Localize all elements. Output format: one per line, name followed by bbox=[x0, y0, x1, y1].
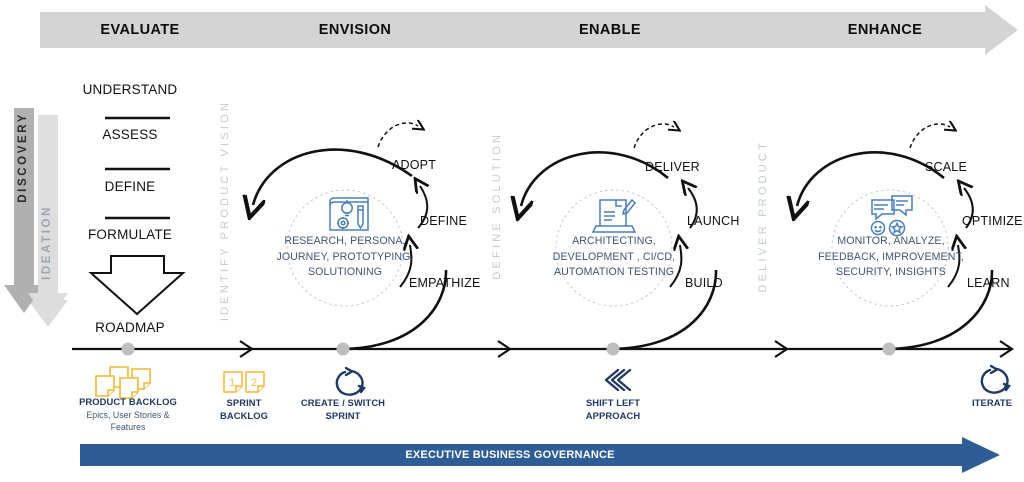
cycle-step-learn: LEARN bbox=[967, 276, 1010, 290]
funnel-graphic bbox=[88, 116, 186, 316]
timeline-subtitle-product-backlog: Epics, User Stories & Features bbox=[43, 409, 213, 433]
circle-line: SOLUTIONING bbox=[307, 266, 383, 278]
phase-label-evaluate: EVALUATE bbox=[100, 22, 180, 38]
phase-label-enable: ENABLE bbox=[578, 22, 641, 38]
circular-arrow-icon bbox=[980, 364, 1011, 394]
cycle-center-text-enhance: MONITOR, ANALYZE, FEEDBACK, IMPROVEMENT,… bbox=[815, 234, 967, 281]
cycle-step-scale: SCALE bbox=[925, 160, 967, 174]
circle-line: FEEDBACK, IMPROVEMENT, bbox=[818, 250, 964, 263]
phase-label-envision: ENVISION bbox=[318, 22, 392, 38]
timeline-caption-create-switch-sprint: CREATE / SWITCH SPRINT bbox=[258, 396, 428, 422]
caption-line: SHIFT LEFT bbox=[585, 397, 641, 408]
circle-line: JOURNEY, PROTOTYPING, bbox=[276, 250, 414, 263]
timeline-caption-product-backlog: PRODUCT BACKLOG bbox=[79, 396, 177, 407]
timeline-caption-shift-left-approach: SHIFT LEFT APPROACH bbox=[528, 396, 698, 422]
funnel-step-formulate: FORMULATE bbox=[87, 227, 173, 242]
laptop-document-pen-icon bbox=[591, 198, 637, 233]
phase-bar: EVALUATE ENVISION ENABLE ENHANCE bbox=[0, 0, 1024, 60]
phase-label-enhance: ENHANCE bbox=[847, 22, 923, 38]
caption-line: Features bbox=[110, 422, 146, 432]
sticky-notes-group-icon bbox=[95, 366, 151, 399]
caption-line: SPRINT bbox=[226, 397, 262, 408]
timeline-caption-iterate: ITERATE bbox=[971, 397, 1013, 408]
blueprint-lightbulb-gear-icon bbox=[329, 197, 369, 231]
caption-line: BACKLOG bbox=[219, 410, 269, 421]
cycle-step-empathize: EMPATHIZE bbox=[409, 276, 481, 290]
side-arrows-graphic bbox=[4, 108, 68, 327]
cycle-step-define: DEFINE bbox=[420, 214, 468, 228]
cycle-step-build: BUILD bbox=[685, 276, 723, 290]
funnel-step-define: DEFINE bbox=[104, 179, 156, 194]
cycle-center-text-enable: ARCHITECTING, DEVELOPMENT , CI/CD, AUTOM… bbox=[539, 234, 689, 281]
timeline-axis bbox=[72, 340, 1014, 358]
cycle-step-optimize: OPTIMIZE bbox=[962, 214, 1023, 228]
circle-line: ARCHITECTING, bbox=[572, 235, 656, 247]
funnel-outcome-roadmap: ROADMAP bbox=[95, 320, 165, 335]
governance-bar-label: EXECUTIVE BUSINESS GOVERNANCE bbox=[405, 449, 615, 461]
funnel-step-assess: ASSESS bbox=[102, 127, 158, 142]
circle-line: DEVELOPMENT , CI/CD, bbox=[552, 250, 676, 263]
cycle-step-deliver: DELIVER bbox=[645, 160, 700, 174]
cycle-center-text-envision: RESEARCH, PERSONA, JOURNEY, PROTOTYPING,… bbox=[270, 234, 420, 281]
governance-bar-background bbox=[80, 437, 1000, 473]
svg-text:2: 2 bbox=[251, 377, 257, 389]
circle-line: RESEARCH, PERSONA, bbox=[284, 235, 406, 247]
double-chevron-left-icon bbox=[604, 368, 632, 392]
circle-line: SECURITY, INSIGHTS bbox=[836, 266, 946, 278]
two-numbered-notes-icon: 1 2 bbox=[223, 371, 265, 393]
circle-line: MONITOR, ANALYZE, bbox=[837, 235, 945, 247]
cycle-step-adopt: ADOPT bbox=[392, 158, 437, 172]
chat-feedback-star-icon bbox=[870, 195, 913, 237]
phase-bar-background bbox=[40, 5, 1018, 55]
caption-line: APPROACH bbox=[585, 410, 641, 421]
circle-line: AUTOMATION TESTING bbox=[553, 266, 675, 278]
caption-line: SPRINT bbox=[325, 410, 361, 421]
caption-line: CREATE / SWITCH bbox=[300, 397, 386, 408]
svg-text:1: 1 bbox=[229, 377, 235, 389]
cycle-step-launch: LAUNCH bbox=[687, 214, 740, 228]
funnel-step-understand: UNDERSTAND bbox=[82, 82, 178, 97]
circular-arrow-icon bbox=[335, 366, 366, 396]
timeline-caption-sprint-backlog: SPRINT BACKLOG bbox=[159, 396, 329, 422]
caption-line: Epics, User Stories & bbox=[86, 410, 170, 420]
